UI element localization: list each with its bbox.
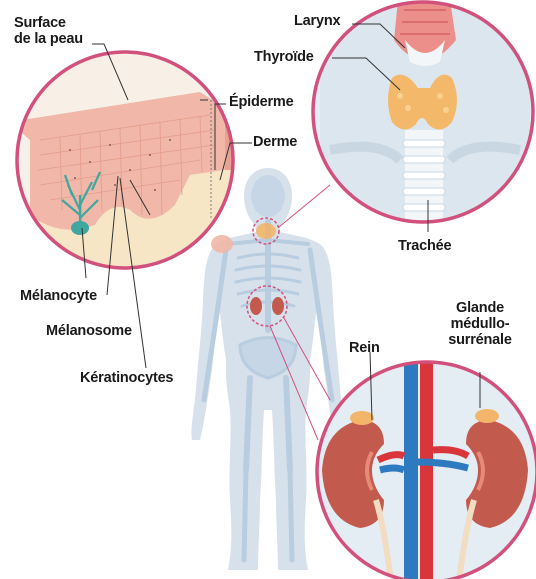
body-thyroid-marker	[256, 223, 276, 239]
right-femur	[286, 378, 290, 470]
label-epiderme: Épiderme	[229, 94, 293, 110]
label-surface-line2: de la peau	[14, 31, 83, 47]
label-rein: Rein	[349, 340, 380, 356]
right-adrenal	[475, 409, 499, 423]
label-surface-line1: Surface	[14, 15, 83, 31]
label-glande-line1: Glande	[440, 300, 520, 316]
body-kidney-left	[250, 297, 262, 315]
body-kidney-right	[272, 297, 284, 315]
throat-zoom	[313, 0, 533, 240]
right-tibia	[290, 470, 292, 560]
left-femur	[246, 378, 250, 470]
left-adrenal	[350, 411, 374, 425]
label-keratinocytes: Kératinocytes	[80, 370, 173, 386]
label-glande-line2: médullo-	[440, 316, 520, 332]
body-shoulder-skin-marker	[211, 235, 233, 253]
label-melanocyte: Mélanocyte	[20, 288, 97, 304]
vena-cava	[404, 350, 418, 579]
kidney-zoom	[317, 350, 536, 579]
skull	[251, 175, 285, 217]
label-trachee: Trachée	[398, 238, 451, 254]
label-larynx: Larynx	[294, 13, 340, 29]
label-thyroide: Thyroïde	[254, 49, 314, 65]
label-glande-line3: surrénale	[440, 332, 520, 348]
left-tibia	[244, 470, 246, 560]
label-derme: Derme	[253, 134, 297, 150]
label-melanosome: Mélanosome	[46, 323, 132, 339]
label-surface-peau: Surface de la peau	[14, 15, 83, 47]
label-glande-medullo-surrenale: Glande médullo- surrénale	[440, 300, 520, 348]
